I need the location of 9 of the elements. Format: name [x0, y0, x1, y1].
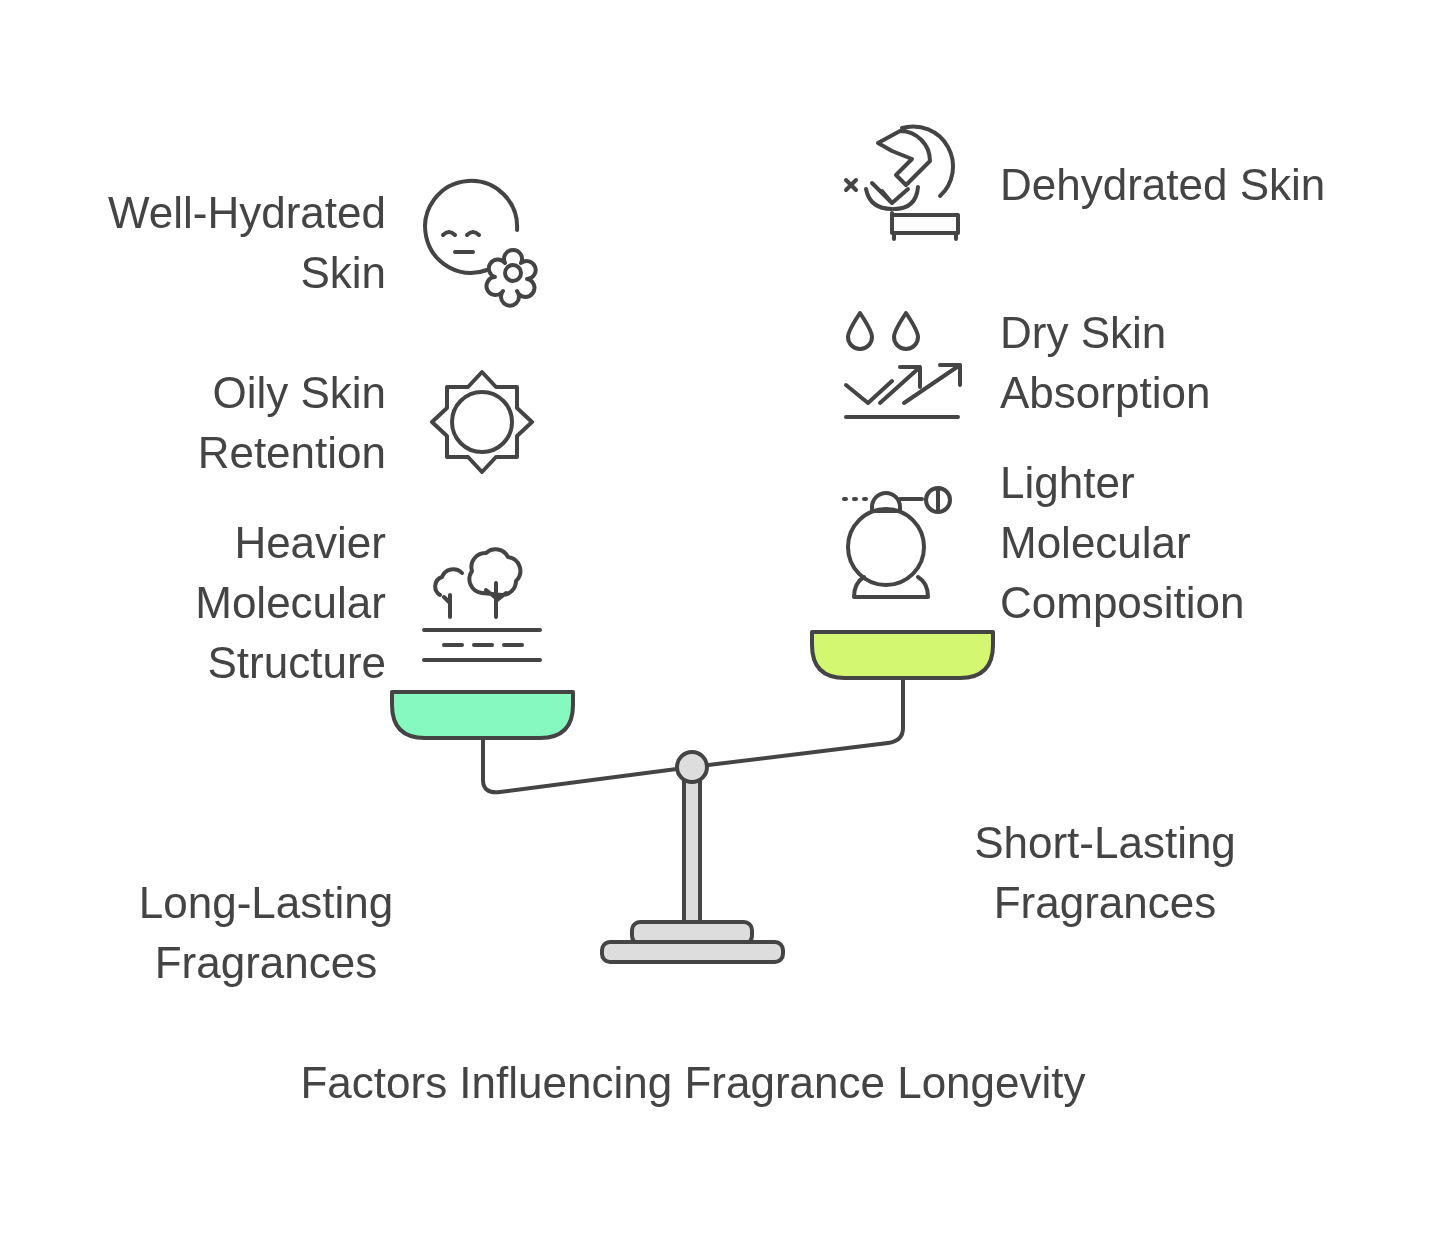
factor-label: Well-Hydrated Skin: [107, 187, 386, 299]
outcome-label: Short-Lasting Fragrances: [973, 817, 1237, 929]
factor-label: Lighter Molecular Composition: [1000, 457, 1246, 629]
outcome-label: Long-Lasting Fragrances: [137, 877, 395, 989]
caption: Factors Influencing Fragrance Longevity: [299, 1057, 1087, 1109]
factor-label: Dehydrated Skin: [1000, 159, 1327, 211]
factor-label: Oily Skin Retention: [196, 367, 386, 479]
factor-label: Dry Skin Absorption: [1000, 307, 1212, 419]
factor-label: Heavier Molecular Structure: [194, 517, 386, 689]
